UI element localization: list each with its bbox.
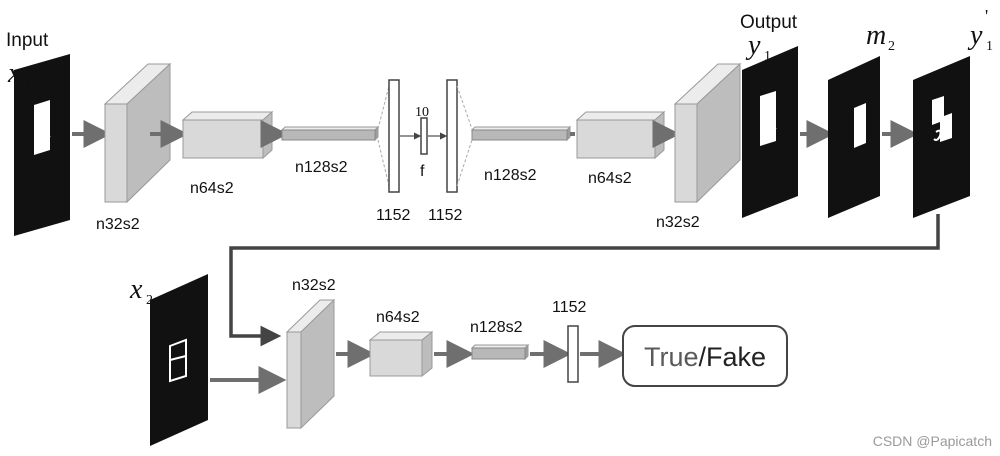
y1-subscript: 1: [764, 49, 771, 64]
y1-prime-mark: ': [985, 6, 988, 26]
latent-name-label: f: [420, 163, 425, 180]
decoder-fc-label: 1152: [428, 207, 463, 224]
encoder-conv1-label: n32s2: [96, 216, 140, 233]
watermark: CSDN @Papicatch: [873, 433, 992, 449]
encoder-fc-1152: [388, 79, 400, 193]
composed-image-y1-prime: [913, 56, 970, 218]
arrow-y1-prime-to-discriminator: [229, 214, 940, 347]
y1-prime-subscript: 1: [986, 39, 993, 54]
encoder-fc-connectors: [377, 85, 390, 187]
disc-conv1-label: n32s2: [292, 277, 336, 294]
latent-vector-f: [420, 117, 428, 155]
true-fake-text: True/Fake: [644, 342, 766, 372]
true-fake-output-box: [622, 325, 788, 387]
y1-label: y: [745, 30, 761, 61]
encoder-conv2-label: n64s2: [190, 180, 234, 197]
disc-conv1-block: [285, 298, 336, 430]
encoder-conv3-label: n128s2: [295, 159, 348, 176]
fake-label: Fake: [706, 342, 766, 372]
encoder-conv3-block: [280, 125, 380, 142]
disc-conv3-block: [470, 343, 530, 361]
x1-subscript: 1: [24, 77, 31, 92]
decoder-deconv3-label: n32s2: [656, 214, 700, 231]
input-image-x2: [150, 274, 208, 446]
decoder-deconv3-block: [673, 62, 742, 204]
m2-label: m: [866, 20, 886, 51]
decoder-fc-connectors: [456, 85, 473, 187]
input-label: Input: [6, 30, 49, 51]
true-fake-separator: /: [698, 342, 706, 372]
disc-fc-1152: [567, 325, 579, 383]
y1-prime-label: y: [967, 20, 983, 51]
output-label: Output: [740, 12, 798, 33]
x1-label: x: [7, 58, 21, 89]
output-image-y1: [742, 46, 798, 218]
decoder-deconv1-label: n128s2: [484, 167, 537, 184]
true-label: True: [644, 342, 699, 372]
decoder-fc-1152: [446, 79, 458, 193]
encoder-fc-label: 1152: [376, 207, 411, 224]
disc-conv2-block: [368, 330, 434, 378]
latent-dim-label: 10: [415, 105, 429, 120]
encoder-conv1-block: [103, 62, 172, 204]
disc-conv2-label: n64s2: [376, 309, 420, 326]
x2-subscript: 2: [146, 293, 153, 308]
disc-fc-label: 1152: [552, 299, 587, 316]
decoder-deconv2-block: [575, 110, 666, 160]
decoder-deconv1-block: [470, 125, 572, 142]
m2-subscript: 2: [888, 39, 895, 54]
encoder-conv2-block: [181, 110, 274, 160]
disc-conv3-label: n128s2: [470, 319, 523, 336]
decoder-deconv2-label: n64s2: [588, 170, 632, 187]
input-image-x1: [14, 54, 70, 236]
mask-image-m2: [828, 56, 880, 218]
x2-label: x: [129, 274, 143, 305]
